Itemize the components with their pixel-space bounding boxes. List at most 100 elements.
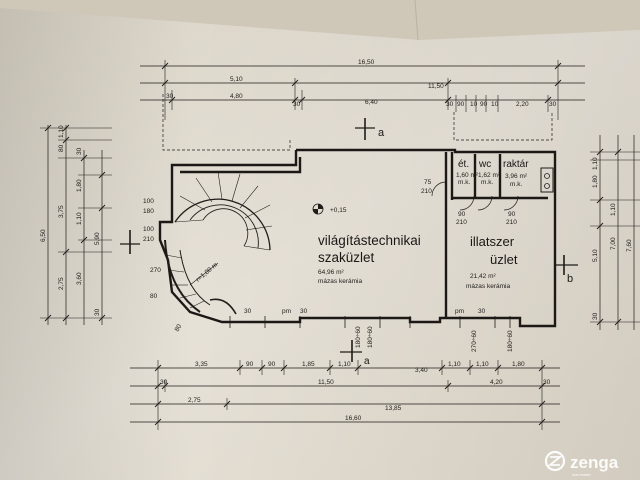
- zenga-logo-icon: [544, 450, 566, 472]
- svg-text:6,50: 6,50: [40, 229, 47, 242]
- svg-text:13,85: 13,85: [385, 405, 402, 412]
- svg-text:real estate: real estate: [572, 472, 591, 477]
- perfume-shop-name: illatszer: [470, 234, 515, 249]
- dim-overall-top: 16,50: [358, 59, 375, 66]
- svg-text:pm: pm: [282, 308, 291, 315]
- svg-text:30: 30: [160, 379, 168, 386]
- top-sheet-edge: [0, 0, 640, 40]
- svg-text:m.k.: m.k.: [510, 181, 522, 188]
- svg-text:11,50: 11,50: [318, 379, 334, 386]
- perfume-shop-area: 21,42 m²: [470, 273, 496, 280]
- room-et-label: ét.: [458, 159, 469, 170]
- lighting-shop-name: világítástechnikai: [318, 233, 421, 248]
- svg-text:180÷60: 180÷60: [507, 330, 514, 352]
- svg-text:30: 30: [592, 312, 599, 320]
- perfume-shop-floor: mázas kerámia: [466, 283, 510, 290]
- svg-text:2,20: 2,20: [516, 101, 529, 108]
- svg-text:3,40: 3,40: [415, 367, 428, 374]
- svg-text:30: 30: [300, 308, 308, 315]
- svg-text:3,96 m²: 3,96 m²: [505, 173, 528, 180]
- svg-text:10: 10: [491, 101, 499, 108]
- svg-text:1,80: 1,80: [76, 179, 83, 192]
- svg-text:b: b: [567, 273, 573, 285]
- perfume-shop-name-2: üzlet: [490, 252, 518, 267]
- right-dimension-chain: 1,10 1,80 1,10 7,00 5,10 7,60 30: [590, 135, 640, 330]
- svg-text:m.k.: m.k.: [458, 179, 470, 186]
- svg-text:7,60: 7,60: [626, 239, 633, 252]
- svg-text:30: 30: [76, 147, 83, 155]
- svg-text:+0,15: +0,15: [330, 207, 347, 214]
- svg-text:a: a: [378, 127, 385, 139]
- svg-text:30: 30: [293, 101, 301, 108]
- svg-text:30: 30: [446, 101, 454, 108]
- svg-text:7,00: 7,00: [610, 237, 617, 250]
- svg-text:1,10: 1,10: [448, 361, 461, 368]
- svg-text:90: 90: [457, 101, 465, 108]
- top-dimension-chain: 16,50 5,10 11,50 30 4,80 30 6,40 30 90 1…: [140, 59, 585, 120]
- svg-text:3,35: 3,35: [195, 361, 208, 368]
- svg-text:180÷60: 180÷60: [355, 326, 362, 348]
- svg-text:90: 90: [246, 361, 254, 368]
- svg-text:m.k.: m.k.: [481, 179, 493, 186]
- svg-text:1,10: 1,10: [338, 361, 351, 368]
- building-walls: [158, 94, 557, 328]
- level-marker: +0,15: [312, 203, 347, 215]
- svg-text:4,80: 4,80: [230, 93, 243, 100]
- dim-top-right: 11,50: [428, 83, 444, 90]
- svg-text:2,75: 2,75: [58, 277, 65, 290]
- section-marker-left: [120, 230, 140, 254]
- svg-text:1,62 m²: 1,62 m²: [478, 172, 501, 179]
- svg-text:210: 210: [506, 219, 517, 226]
- svg-text:30: 30: [478, 308, 486, 315]
- lighting-shop-floor: mázas kerámia: [318, 278, 362, 285]
- svg-text:30: 30: [244, 308, 252, 315]
- room-perfume-shop: illatszer üzlet 21,42 m² mázas kerámia: [466, 234, 518, 290]
- svg-text:5,10: 5,10: [592, 249, 599, 262]
- room-lighting-shop: világítástechnikai szaküzlet 64,96 m² má…: [318, 233, 421, 285]
- room-raktar-label: raktár: [503, 159, 529, 170]
- left-dimension-chain: 6,50 1,10 80 30 1,80 3,75 1,10 5,90 2,75…: [40, 124, 112, 325]
- svg-text:100: 100: [143, 198, 154, 205]
- svg-text:1,80: 1,80: [592, 175, 599, 188]
- svg-text:90: 90: [480, 101, 488, 108]
- svg-text:10: 10: [470, 101, 478, 108]
- svg-text:2,75: 2,75: [188, 397, 201, 404]
- svg-text:80: 80: [150, 293, 158, 300]
- bottom-dimension-chain: 3,35 90 90 1,85 1,10 3,40 1,10 1,10 1,80…: [130, 360, 560, 430]
- svg-text:3,60: 3,60: [76, 272, 83, 285]
- svg-text:90: 90: [268, 361, 276, 368]
- svg-text:1,10: 1,10: [476, 361, 489, 368]
- svg-text:30: 30: [549, 101, 557, 108]
- svg-text:90: 90: [458, 211, 466, 218]
- svg-text:1,80: 1,80: [512, 361, 525, 368]
- section-marker-a-bottom: a: [340, 340, 370, 367]
- spiral-staircase: [164, 171, 273, 315]
- lighting-shop-area: 64,96 m²: [318, 269, 344, 276]
- section-marker-a-top: a: [355, 118, 385, 140]
- room-wc-label: wc: [478, 159, 491, 170]
- svg-text:pm: pm: [455, 308, 464, 315]
- svg-text:1,10: 1,10: [610, 203, 617, 216]
- svg-text:180: 180: [143, 208, 154, 215]
- svg-text:16,60: 16,60: [345, 415, 362, 422]
- svg-text:3,75: 3,75: [58, 205, 65, 218]
- svg-text:180÷60: 180÷60: [367, 326, 374, 348]
- svg-text:80: 80: [174, 323, 184, 333]
- svg-text:1,85: 1,85: [302, 361, 315, 368]
- svg-text:75: 75: [424, 179, 432, 186]
- room-small-rooms: ét. 1,60 m² m.k. wc 1,62 m² m.k. raktár …: [456, 159, 529, 188]
- svg-text:100: 100: [143, 226, 154, 233]
- svg-text:1,10: 1,10: [76, 212, 83, 225]
- lighting-shop-name-2: szaküzlet: [318, 250, 375, 265]
- svg-text:4,20: 4,20: [490, 379, 503, 386]
- dim-top-left: 5,10: [230, 76, 243, 83]
- zenga-watermark: zenga real estate: [544, 450, 619, 477]
- svg-text:5,90: 5,90: [94, 232, 101, 245]
- svg-text:90: 90: [508, 211, 516, 218]
- inner-dimensions: 100 180 100 210 75 210 90 210 90 210 270…: [143, 179, 517, 352]
- svg-text:30: 30: [166, 93, 174, 100]
- svg-text:270÷60: 270÷60: [471, 330, 478, 352]
- svg-text:1,60 m²: 1,60 m²: [456, 172, 479, 179]
